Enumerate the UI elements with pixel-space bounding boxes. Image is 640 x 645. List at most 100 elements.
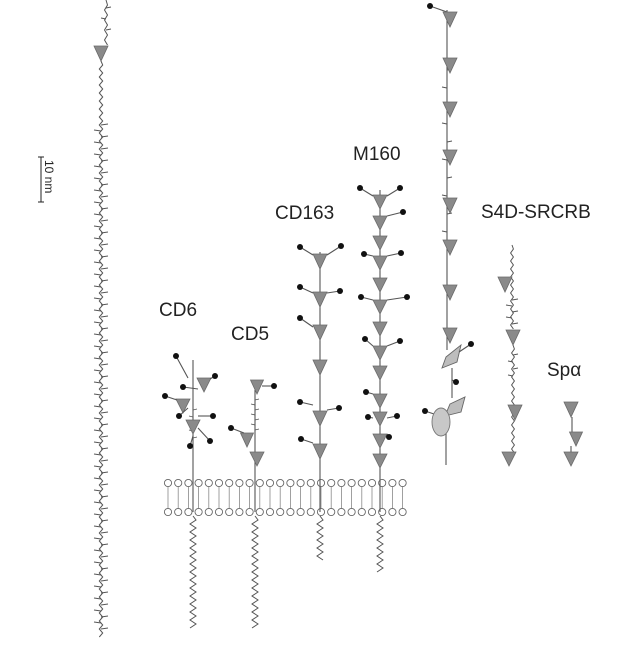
srcr-domain [568, 431, 584, 447]
cytoplasmic-tail [376, 515, 384, 573]
srcr-domain [312, 443, 328, 460]
srcr-domain [507, 404, 523, 421]
lipid-head [184, 478, 193, 488]
cd163-molecule [297, 243, 344, 470]
srcr-domain [196, 377, 212, 393]
srcr-domain [442, 11, 458, 28]
glycan-bead [228, 425, 234, 431]
cd6-molecule [162, 353, 218, 470]
srcr-domain [372, 433, 388, 449]
lipid-head [296, 507, 305, 517]
lipid-head [286, 507, 295, 517]
srcr-domain [249, 379, 265, 395]
srcr-domain [312, 253, 328, 270]
srcr-domain [442, 57, 458, 74]
srcr-domain [372, 194, 388, 210]
lipid-head [184, 507, 193, 517]
fiber-segment [103, 0, 109, 46]
glycan-bead [176, 413, 182, 419]
label-s4d-srcrb: S4D-SRCRB [481, 202, 591, 223]
glycan-bead [427, 3, 433, 9]
srcr-domain [312, 359, 328, 376]
stalk-ticks [250, 398, 260, 431]
lipid-head [225, 507, 234, 517]
glycan-bead [336, 405, 342, 411]
glycan-bead [404, 294, 410, 300]
stalk-segment [510, 344, 516, 454]
glycan-bead [386, 434, 392, 440]
srcr-domain [372, 215, 388, 231]
lipid-head [194, 478, 203, 488]
label-cd163: CD163 [275, 203, 335, 224]
stalk-ticks [505, 298, 519, 325]
lipid-head [214, 478, 224, 488]
lipid-head [245, 507, 254, 517]
srcr-domain [249, 451, 265, 467]
lipid-head [306, 507, 315, 517]
cytoplasmic-tail [316, 515, 324, 561]
glycan-bead [394, 413, 400, 419]
stalk-ticks [507, 353, 519, 377]
srcr-domain [312, 291, 328, 308]
lipid-head [316, 478, 326, 488]
srcr-domain [372, 277, 388, 293]
fiber-ticks [100, 6, 112, 31]
label-cd6: CD6 [159, 300, 198, 321]
glycan-bead [297, 284, 303, 290]
glycan-bead [422, 408, 428, 414]
srcr-domain [442, 101, 458, 118]
lipid-head [204, 507, 213, 517]
lipid-tails [189, 470, 384, 629]
glycan-bead [162, 393, 168, 399]
lipid-head [214, 507, 224, 517]
lipid-head [388, 507, 397, 517]
label-m160: M160 [353, 144, 401, 165]
srcr-domain [239, 432, 255, 448]
glycan-bead [363, 389, 369, 395]
glycan-bead [398, 250, 404, 256]
glycan-bead [397, 338, 403, 344]
cell-membrane [163, 478, 407, 517]
srcr-domain [372, 393, 388, 409]
linker [175, 355, 189, 379]
lipid-head [347, 478, 356, 488]
glycan-bead [362, 336, 368, 342]
srcr-domain [372, 411, 388, 427]
glycan-bead [365, 414, 371, 420]
srcr-domain [505, 329, 521, 346]
glycan-bead [297, 399, 303, 405]
m160-molecule [357, 185, 410, 470]
lipid-head [398, 507, 407, 517]
lipid-head [357, 507, 366, 517]
multi-domain-molecule [422, 3, 474, 465]
stalk-segment [509, 244, 515, 330]
linker [429, 5, 448, 13]
glycan-bead [397, 185, 403, 191]
glycan-bead [468, 341, 474, 347]
glycan-bead [358, 294, 364, 300]
glycan-bead [337, 288, 343, 294]
srcr-domain [563, 451, 579, 467]
glycan-bead [357, 185, 363, 191]
glycan-bead [210, 413, 216, 419]
glycan-bead [361, 251, 367, 257]
lipid-head [174, 478, 183, 488]
srcr-domain [442, 239, 458, 256]
lipid-head [296, 478, 305, 488]
srcr-domain [442, 149, 458, 166]
srcr-domain [497, 276, 513, 293]
srcr-domain [93, 45, 109, 62]
glycan-bead [297, 315, 303, 321]
glycan-bead [187, 443, 193, 449]
srcr-domain [372, 255, 388, 271]
lipid-head [367, 478, 377, 488]
srcr-domain [312, 324, 328, 341]
lipid-head [357, 478, 366, 488]
glycan-bead [298, 436, 304, 442]
long-fiber-molecule [93, 0, 112, 638]
lipid-head [225, 478, 234, 488]
cytoplasmic-tail [189, 515, 197, 629]
glycan-bead [180, 384, 186, 390]
lipid-head [194, 507, 203, 517]
